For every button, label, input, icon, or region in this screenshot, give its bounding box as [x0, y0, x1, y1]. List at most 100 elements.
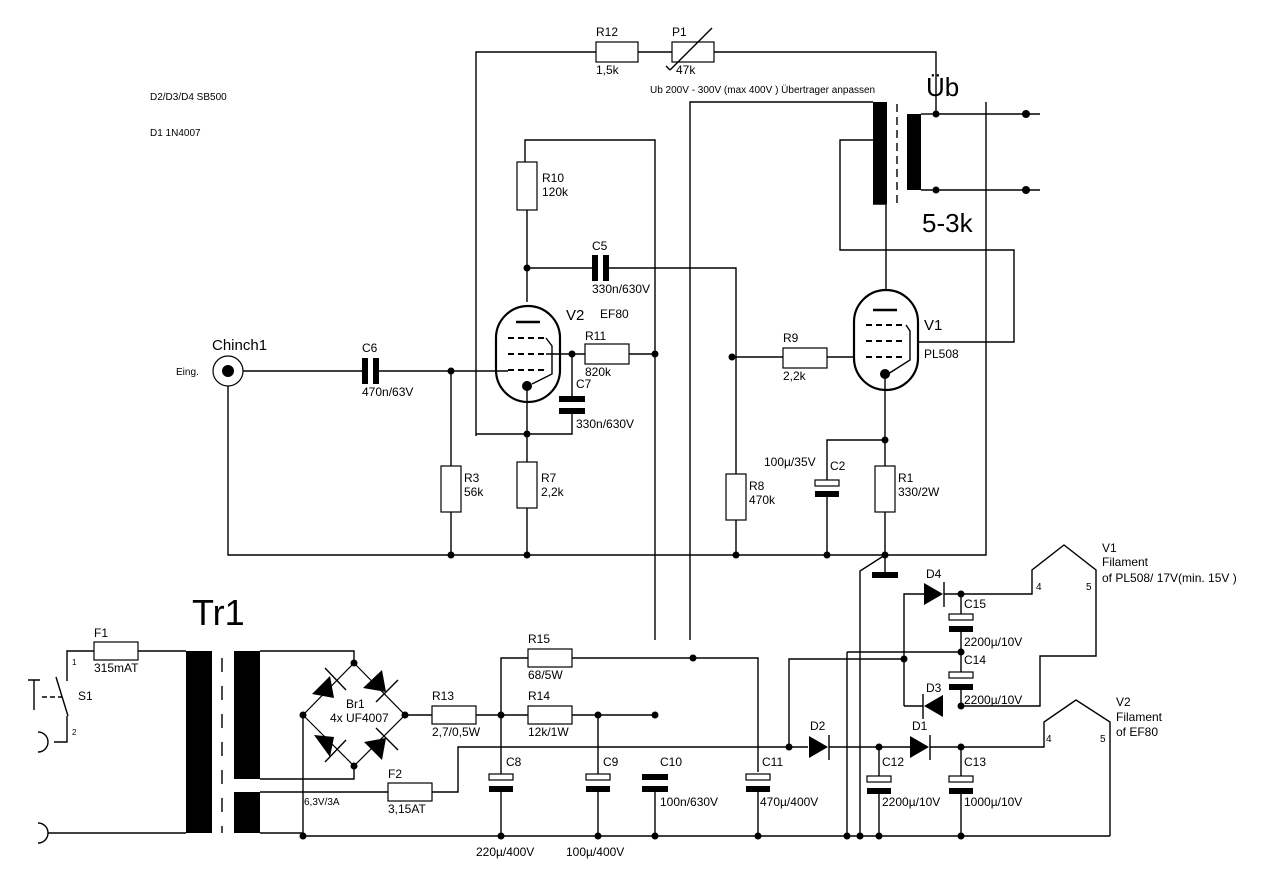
label-r11: R11: [585, 329, 606, 343]
resistor-r15: [527, 648, 573, 668]
label-c6: C6: [362, 341, 378, 355]
potentiometer-arrow-icon: [669, 27, 713, 71]
capacitor-c13: [948, 775, 974, 783]
value-c6: 470n/63V: [362, 385, 413, 399]
resistor-r7: [782, 347, 828, 369]
mains-section: Tr1 S1 1 2 F1 315mAT 6,3V/3A: [28, 592, 1110, 844]
value-r11: 820k: [585, 365, 612, 379]
value-c11: 470µ/400V: [760, 795, 818, 809]
pin1-s1: 1: [72, 658, 77, 667]
pin4-v1-filament: 4: [1036, 582, 1042, 593]
value-c14: 2200µ/10V: [964, 693, 1022, 707]
value-r15: 68/5W: [528, 668, 563, 682]
value-r1: 330/2W: [898, 485, 940, 499]
diode-d3: [924, 695, 943, 717]
resistor-r12: [595, 41, 639, 63]
value-r3: 56k: [464, 485, 484, 499]
capacitor-c8: [488, 773, 514, 781]
label-r13: R13: [432, 689, 454, 703]
label-chinch1: Chinch1: [212, 337, 267, 354]
diode-d1: [910, 736, 929, 758]
capacitor-c7: [559, 396, 585, 402]
label-output-transformer: Üb: [926, 72, 959, 102]
value-f1: 315mAT: [94, 661, 139, 675]
label-c11: C11: [762, 755, 783, 769]
transformer-tr1-secondary: [234, 651, 260, 779]
capacitor-c10: [642, 774, 668, 780]
ground-icon: [872, 572, 898, 578]
capacitor-c9: [585, 773, 611, 781]
label-c2: C2: [830, 459, 846, 473]
resistor-r1: [874, 465, 896, 513]
value-r13: 2,7/0,5W: [432, 725, 481, 739]
label-c13: C13: [964, 755, 986, 769]
fuse-f2: [387, 782, 433, 802]
label-v2-filament-tube: V2: [1116, 695, 1131, 709]
speaker-terminal[interactable]: [1022, 186, 1030, 194]
value-r12: 1,5k: [596, 63, 620, 77]
label-r3: R3: [464, 471, 480, 485]
value-r10: 120k: [542, 185, 569, 199]
resistor-r3: [440, 465, 462, 513]
diode-d4: [924, 583, 943, 605]
type-v2: EF80: [600, 307, 629, 321]
label-v2: V2: [566, 307, 584, 324]
value-c9: 100µ/400V: [566, 845, 624, 859]
value-f2: 3,15AT: [388, 802, 426, 816]
capacitor-c5: [592, 255, 598, 281]
capacitor-c11: [745, 773, 771, 781]
value-br1: 4x UF4007: [330, 711, 389, 725]
label-s1: S1: [78, 689, 93, 703]
label-f2: F2: [388, 767, 402, 781]
note-supply: Ub 200V - 300V (max 400V ) Übertrager an…: [650, 84, 875, 96]
label-v1: V1: [924, 317, 942, 334]
type-v1: PL508: [924, 347, 959, 361]
label-c15: C15: [964, 597, 986, 611]
resistor-r13: [431, 705, 477, 725]
value-r9: 2,2k: [541, 485, 565, 499]
label-c14: C14: [964, 653, 986, 667]
label-input: Eing.: [176, 367, 199, 378]
value-c2: 100µ/35V: [764, 455, 816, 469]
resistor-r10: [516, 161, 538, 211]
label-r15: R15: [528, 632, 550, 646]
mains-plug-icon: [37, 822, 49, 844]
label-c8: C8: [506, 755, 522, 769]
input-stage: Chinch1 Eing. C6 470n/63V R3 56k: [176, 102, 987, 559]
label-f1: F1: [94, 626, 108, 640]
label-tr1: Tr1: [192, 592, 245, 633]
v2-stage: R10 120k C5 330n/630V V2 EF80 R11 820k C: [476, 139, 737, 640]
resistor-r9: [516, 461, 538, 509]
label-c7: C7: [576, 377, 592, 391]
pin5-v2-filament: 5: [1100, 734, 1106, 745]
resistor-r11: [584, 343, 630, 365]
value-c10: 100n/630V: [660, 795, 718, 809]
transformer-tr1-primary: [186, 651, 212, 833]
v1-stage: R10 R9 2,2k V1 PL508 100µ/35V C2 R1 330/…: [725, 288, 959, 836]
value-c13: 1000µ/10V: [964, 795, 1022, 809]
diode-d2: [809, 736, 828, 758]
value-r8: 470k: [749, 493, 776, 507]
label-d1: D1: [912, 719, 928, 733]
heater-supply: D2 D1 C12 2200µ/10V C13 1000µ/10V D4: [780, 541, 1237, 840]
switch-s1[interactable]: [55, 676, 69, 717]
capacitor-c15: [948, 613, 974, 621]
pin4-v2-filament: 4: [1046, 734, 1052, 745]
label-r12: R12: [596, 25, 618, 39]
fuse-f1: [93, 641, 139, 661]
label-r14: R14: [528, 689, 550, 703]
value-r14: 12k/1W: [528, 725, 569, 739]
capacitor-c14: [948, 671, 974, 679]
capacitor-c12: [866, 775, 892, 783]
label-d4: D4: [926, 567, 942, 581]
feedback-network: R12 1,5k P1 47k: [475, 25, 1040, 436]
bridge-rectifier-br1: [299, 659, 409, 770]
transformer-tr1-heater: [234, 792, 260, 833]
label-r10: R10: [542, 171, 564, 185]
speaker-terminal[interactable]: [1022, 110, 1030, 118]
label-br1: Br1: [346, 697, 365, 711]
resistor-r8: [725, 473, 747, 521]
label-v2-filament-spec: of EF80: [1116, 725, 1158, 739]
label-v1-filament: Filament: [1102, 555, 1149, 569]
pin2-s1: 2: [72, 728, 77, 737]
